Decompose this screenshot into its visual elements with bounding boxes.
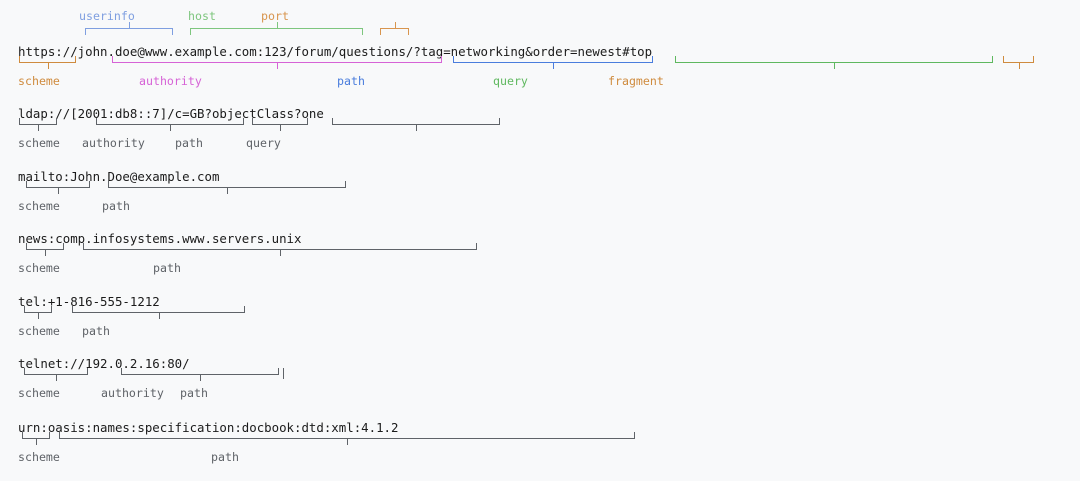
label-scheme-news-example: scheme: [18, 261, 60, 275]
bracket-query-ldap-example: [332, 118, 500, 131]
bracket-port-https-example: [380, 22, 409, 35]
bracket-stem: [347, 438, 348, 445]
bracket-userinfo-https-example: [85, 22, 173, 35]
uri-example-mailto-example: mailto:John.Doe@example.com scheme path: [0, 0, 1080, 213]
label-query-https-example: query: [493, 74, 528, 88]
bracket-path-urn-example: [59, 432, 635, 445]
bracket-stem: [158, 312, 160, 319]
bracket-stem: [280, 249, 281, 256]
label-scheme-ldap-example: scheme: [18, 136, 60, 150]
bracket-authority-https-example: [112, 56, 442, 69]
bracket-host-https-example: [190, 22, 363, 35]
bracket-stem: [1018, 62, 1020, 69]
label-scheme-mailto-example: scheme: [18, 199, 60, 213]
uri-example-tel-example: tel:+1-816-555-1212 scheme path: [0, 0, 1080, 338]
bracket-stem: [553, 62, 554, 69]
label-port-https-example: port: [261, 9, 289, 23]
label-path-tel-example: path: [82, 324, 110, 338]
label-scheme-telnet-example: scheme: [18, 386, 60, 400]
bracket-stem: [200, 374, 201, 381]
bracket-tick-path-telnet-example: [283, 368, 284, 379]
uri-example-urn-example: urn:oasis:names:specification:docbook:dt…: [0, 0, 1080, 464]
bracket-scheme-news-example: [26, 243, 64, 256]
bracket-stem: [56, 374, 57, 381]
bracket-scheme-urn-example: [22, 432, 50, 445]
uri-example-telnet-example: telnet://192.0.2.16:80/scheme authority pa…: [0, 0, 1080, 400]
bracket-stem: [276, 22, 278, 29]
label-scheme-tel-example: scheme: [18, 324, 60, 338]
bracket-stem: [280, 124, 281, 131]
label-path-telnet-example: path: [180, 386, 208, 400]
bracket-scheme-https-example: [19, 56, 76, 69]
bracket-scheme-tel-example: [24, 306, 52, 319]
bracket-stem: [58, 187, 59, 194]
uri-string-telnet-example: telnet://192.0.2.16:80/: [18, 356, 190, 371]
label-path-ldap-example: path: [175, 136, 203, 150]
bracket-path-https-example: [453, 56, 653, 69]
uri-string-mailto-example: mailto:John.Doe@example.com: [18, 169, 220, 184]
bracket-authority-telnet-example: [121, 368, 279, 381]
bracket-stem: [38, 124, 39, 131]
label-authority-ldap-example: authority: [82, 136, 145, 150]
label-path-mailto-example: path: [102, 199, 130, 213]
bracket-path-tel-example: [72, 306, 245, 319]
label-scheme-https-example: scheme: [18, 74, 60, 88]
bracket-stem: [227, 187, 228, 194]
bracket-stem: [129, 22, 130, 29]
bracket-scheme-mailto-example: [26, 181, 90, 194]
bracket-authority-ldap-example: [96, 118, 244, 131]
bracket-fragment-https-example: [1003, 56, 1034, 69]
bracket-stem: [38, 312, 39, 319]
bracket-stem: [277, 62, 278, 69]
label-path-https-example: path: [337, 74, 365, 88]
label-authority-telnet-example: authority: [101, 386, 164, 400]
label-host-https-example: host: [188, 9, 216, 23]
label-query-ldap-example: query: [246, 136, 281, 150]
bracket-scheme-ldap-example: [19, 118, 57, 131]
uri-string-https-example: https://john.doe@www.example.com:123/for…: [18, 44, 653, 59]
label-fragment-https-example: fragment: [608, 74, 664, 88]
bracket-stem: [47, 62, 49, 69]
bracket-path-ldap-example: [252, 118, 308, 131]
uri-string-tel-example: tel:+1-816-555-1212: [18, 294, 160, 309]
uri-example-ldap-example: ldap://[2001:db8::7]/c=GB?objectClass?on…: [0, 0, 1080, 150]
uri-string-ldap-example: ldap://[2001:db8::7]/c=GB?objectClass?on…: [18, 106, 324, 121]
label-authority-https-example: authority: [139, 74, 202, 88]
bracket-stem: [416, 124, 417, 131]
uri-string-urn-example: urn:oasis:names:specification:docbook:dt…: [18, 420, 399, 435]
label-scheme-urn-example: scheme: [18, 450, 60, 464]
bracket-query-https-example: [675, 56, 993, 69]
label-path-news-example: path: [153, 261, 181, 275]
uri-string-news-example: news:comp.infosystems.www.servers.unix: [18, 231, 302, 246]
uri-example-https-example: https://john.doe@www.example.com:123/for…: [0, 0, 1080, 88]
uri-example-news-example: news:comp.infosystems.www.servers.unix sc…: [0, 0, 1080, 275]
bracket-stem: [834, 62, 835, 69]
bracket-stem: [170, 124, 171, 131]
bracket-path-news-example: [83, 243, 477, 256]
bracket-scheme-telnet-example: [24, 368, 88, 381]
bracket-path-mailto-example: [108, 181, 346, 194]
bracket-stem: [394, 22, 396, 29]
bracket-stem: [36, 438, 37, 445]
label-path-urn-example: path: [211, 450, 239, 464]
label-userinfo-https-example: userinfo: [79, 9, 135, 23]
bracket-stem: [45, 249, 46, 256]
